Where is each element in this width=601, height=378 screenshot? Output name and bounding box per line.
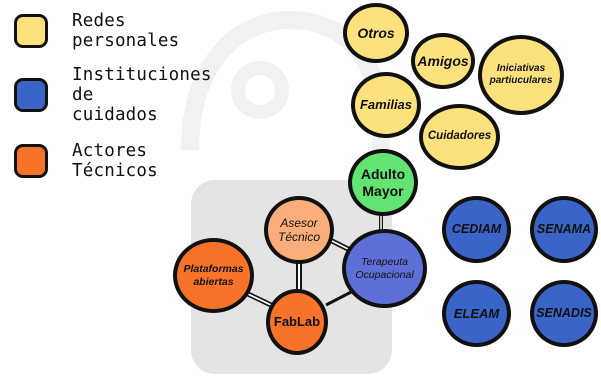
link-plataformas-fablab bbox=[247, 293, 272, 306]
node-senama: SENAMA bbox=[530, 196, 598, 263]
node-eleam: ELEAM bbox=[442, 280, 511, 347]
legend-item-actores-tecnicos: Actores Técnicos bbox=[14, 141, 158, 181]
node-plataformas-abiertas: Plataformas abiertas bbox=[173, 238, 254, 313]
node-amigos: Amigos bbox=[411, 33, 475, 89]
node-iniciativas: Iniciativas partiuculares bbox=[478, 35, 564, 115]
legend-label: Actores Técnicos bbox=[72, 141, 158, 181]
node-senadis: SENADIS bbox=[530, 280, 598, 347]
node-terapeuta-ocupacional: Terapeuta Ocupacional bbox=[342, 229, 427, 308]
legend-item-redes-personales: Redes personales bbox=[14, 11, 179, 51]
legend-swatch-blue bbox=[14, 78, 48, 112]
node-adulto-mayor: Adulto Mayor bbox=[348, 149, 418, 216]
node-familias: Familias bbox=[351, 72, 421, 138]
node-asesor-tecnico: Asesor Técnico bbox=[264, 196, 334, 264]
node-cediam: CEDIAM bbox=[442, 196, 511, 263]
legend-item-instituciones-de-cuidados: Instituciones de cuidados bbox=[14, 65, 211, 125]
legend-label: Instituciones de cuidados bbox=[72, 65, 212, 125]
legend-swatch-orange bbox=[14, 144, 48, 178]
node-cuidadores: Cuidadores bbox=[419, 104, 500, 170]
node-otros: Otros bbox=[343, 3, 409, 63]
legend-label: Redes personales bbox=[72, 11, 180, 51]
node-fablab: FabLab bbox=[266, 289, 328, 355]
legend-swatch-yellow bbox=[14, 14, 48, 48]
